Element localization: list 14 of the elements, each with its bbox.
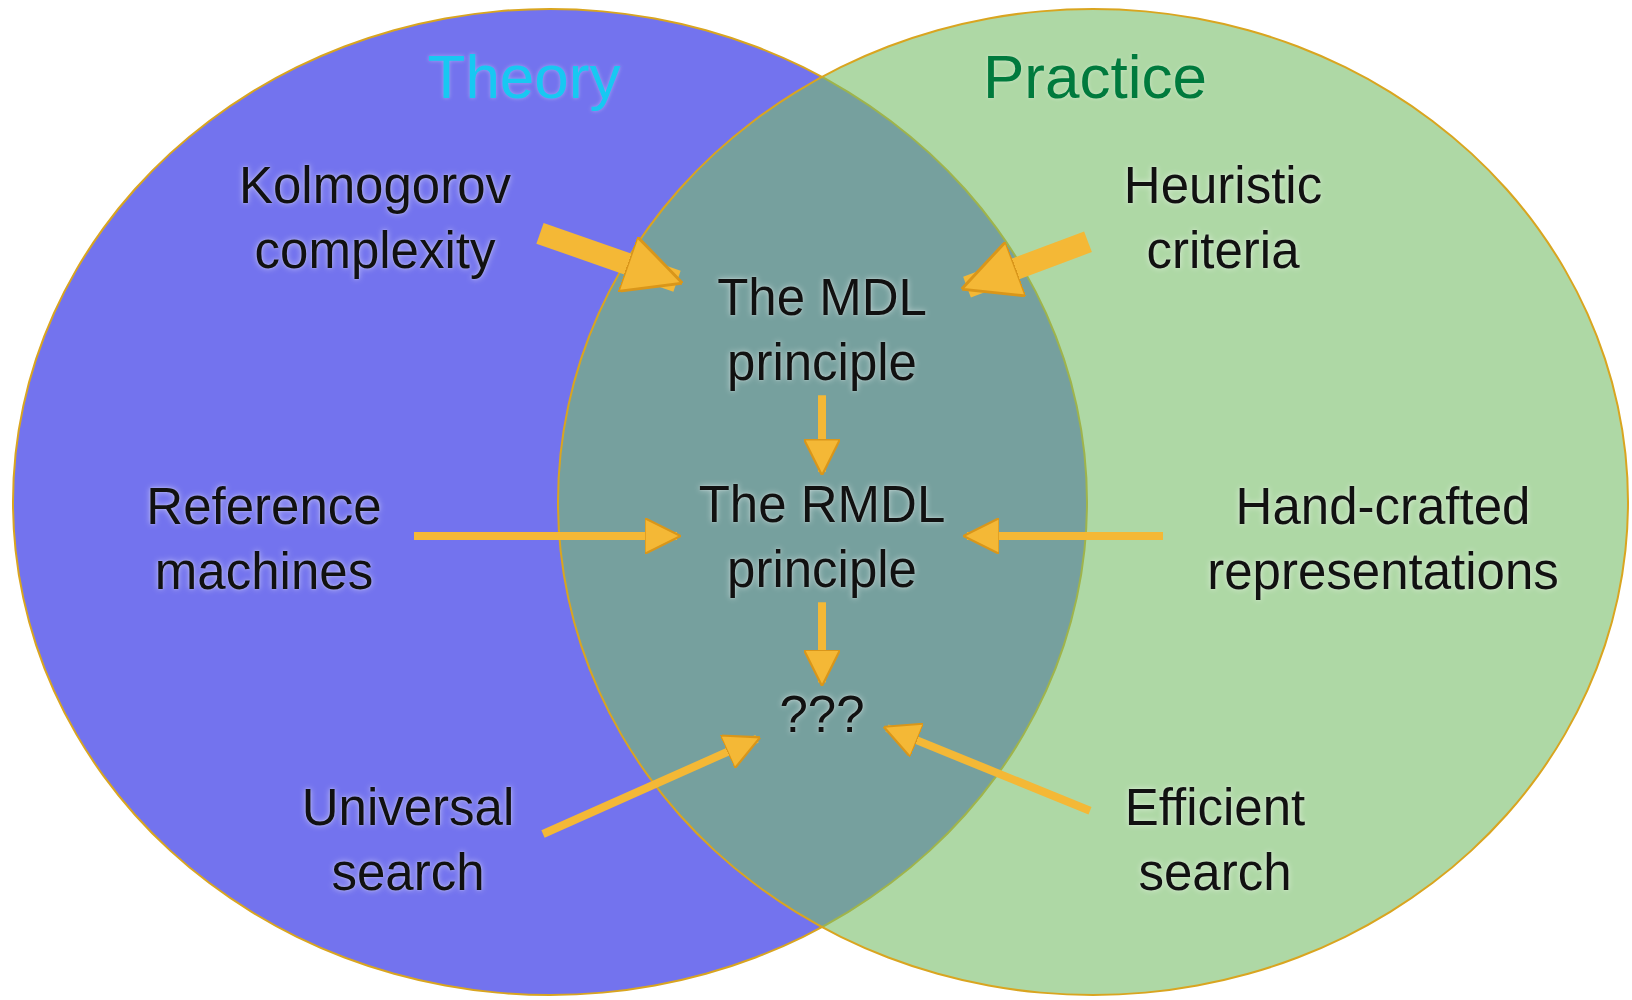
arrow — [536, 222, 684, 293]
concept-text: The MDL principle — [677, 264, 967, 396]
concept-text: The RMDL principle — [677, 471, 967, 603]
concept-text: Kolmogorov complexity — [210, 152, 540, 284]
concept-text: Universal search — [273, 774, 543, 906]
circle-title: Practice — [983, 46, 1207, 108]
concept-text: Efficient search — [1090, 774, 1340, 906]
arrow — [882, 722, 1092, 815]
arrow — [541, 734, 762, 838]
concept-text: Hand-crafted representations — [1163, 473, 1603, 605]
concept-text: ??? — [757, 682, 887, 748]
concept-text: Heuristic criteria — [1088, 152, 1358, 284]
arrow — [962, 516, 1163, 556]
concept-text: Reference machines — [114, 473, 414, 605]
